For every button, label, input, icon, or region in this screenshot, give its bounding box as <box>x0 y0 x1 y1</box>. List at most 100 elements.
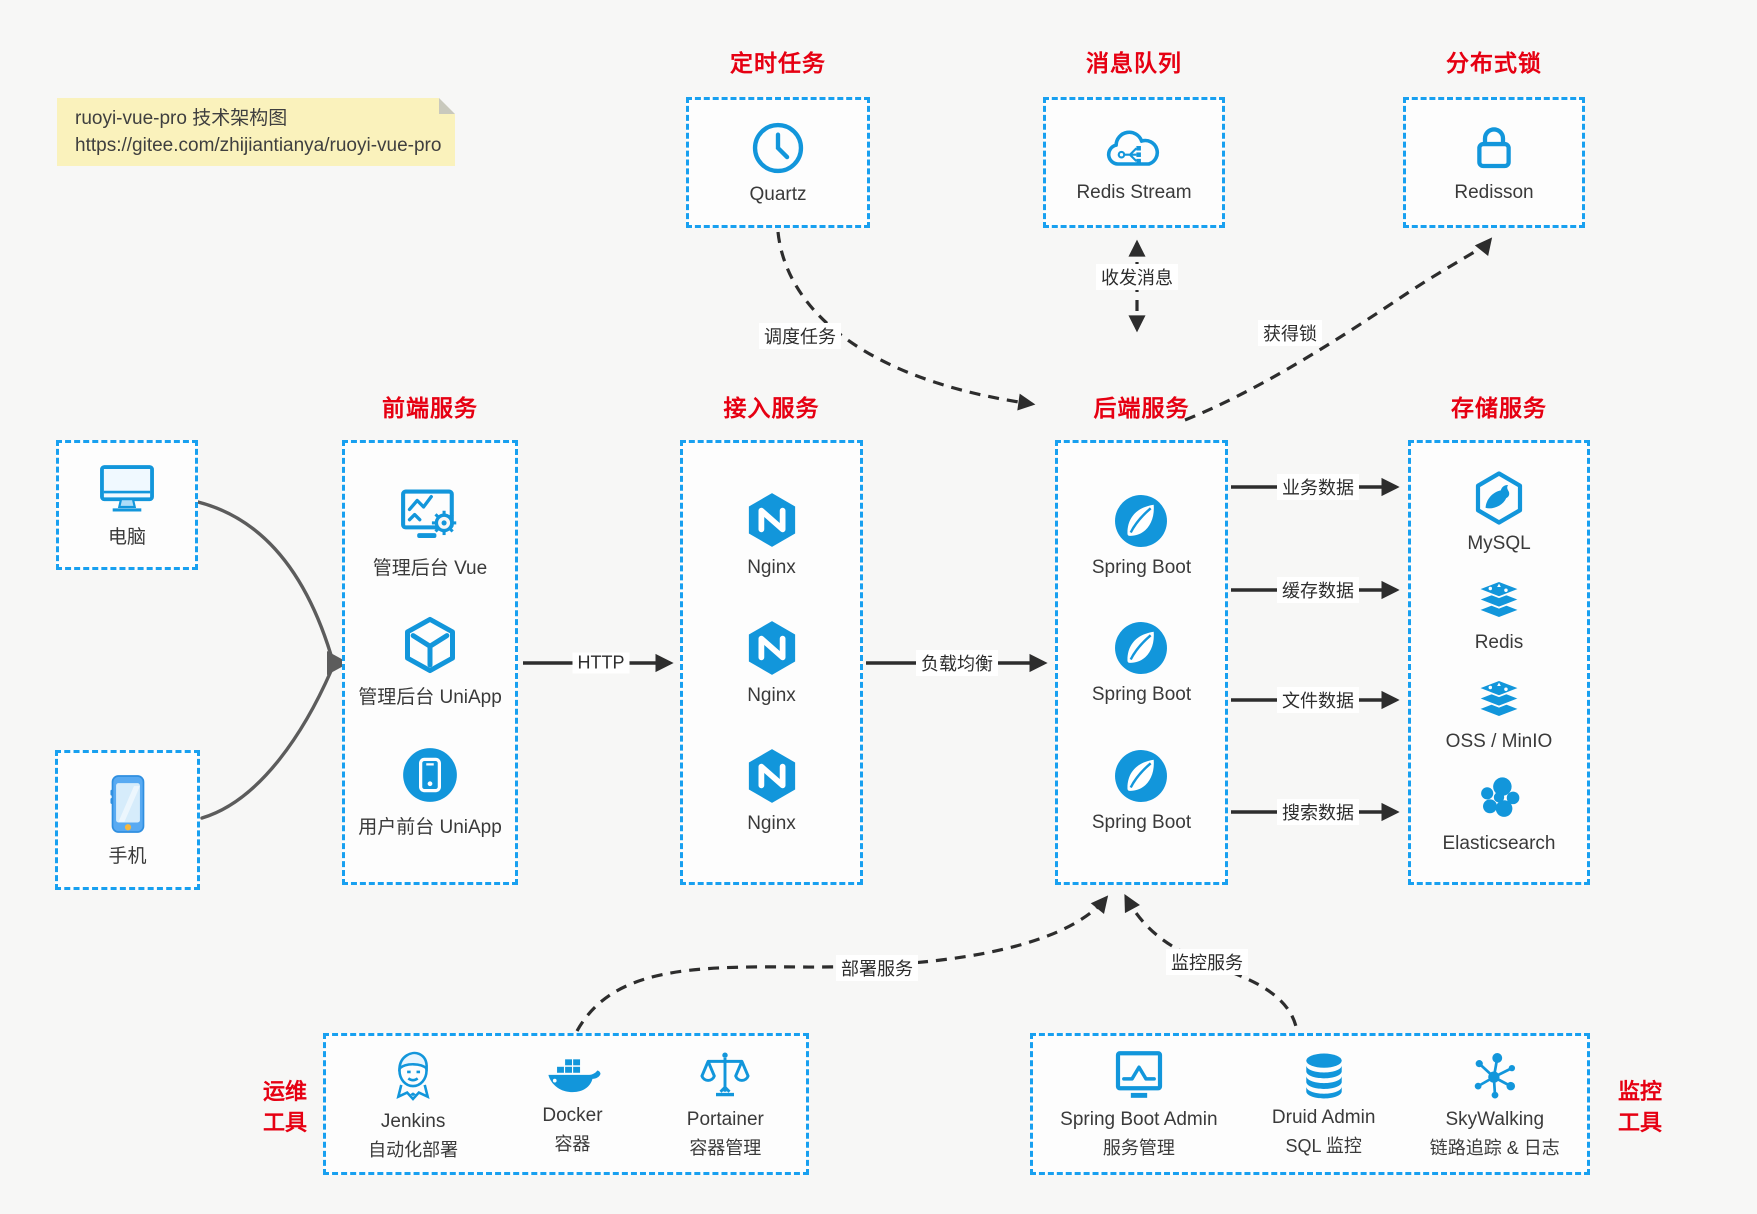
monitor-tools-box: Spring Boot Admin 服务管理 Druid Admin SQL 监… <box>1030 1033 1590 1175</box>
elasticsearch-label: Elasticsearch <box>1442 833 1556 854</box>
admin-vue-label: 管理后台 Vue <box>372 557 488 579</box>
elasticsearch-icon <box>1481 777 1520 817</box>
message-edge-label: 收发消息 <box>1096 264 1178 290</box>
frontend-title: 前端服务 <box>382 395 478 421</box>
schedule-task-edge-label: 调度任务 <box>759 323 841 349</box>
spring-boot-label: Spring Boot <box>1091 811 1192 833</box>
docker-icon <box>548 1058 601 1092</box>
message-queue-group: 消息队列 Redis Stream <box>1043 48 1225 228</box>
backend-column: 后端服务 Spring Boot Spring Boot <box>1055 393 1228 885</box>
clients-arrowhead <box>327 651 349 675</box>
mysql-item: MySQL <box>1467 470 1531 555</box>
note-title: ruoyi-vue-pro 技术架构图 <box>75 108 288 129</box>
mysql-icon <box>1475 471 1523 525</box>
uniapp-cube-icon <box>404 616 455 674</box>
druid-admin-item: Druid Admin SQL 监控 <box>1271 1051 1376 1158</box>
quartz-box: Quartz <box>686 97 870 228</box>
nginx-item: Nginx <box>742 618 802 707</box>
admin-uniapp-label: 管理后台 UniApp <box>358 687 502 708</box>
clock-icon <box>752 122 804 174</box>
phone-client-box: 手机 <box>55 750 200 890</box>
storage-box: MySQL Redis <box>1408 440 1590 885</box>
jenkins-desc: 自动化部署 <box>368 1140 459 1160</box>
portainer-icon <box>700 1051 750 1096</box>
frontend-column: 前端服务 管理后台 Vue <box>342 393 518 885</box>
gateway-column: 接入服务 Nginx Nginx <box>680 393 863 885</box>
oss-minio-label: OSS / MinIO <box>1445 731 1553 752</box>
mysql-label: MySQL <box>1467 533 1531 554</box>
redis-stream-box: Redis Stream <box>1043 97 1225 228</box>
spring-icon <box>1115 749 1168 802</box>
pc-client-box: 电脑 <box>56 440 198 570</box>
user-uniapp-item: 用户前台 UniApp <box>358 745 502 839</box>
frontend-box: 管理后台 Vue 管理后台 UniApp 用户前台 UniApp <box>342 440 518 885</box>
schedule-task-curve <box>776 231 1036 411</box>
druid-icon <box>1305 1053 1342 1098</box>
backend-box: Spring Boot Spring Boot Spring Boot <box>1055 440 1228 885</box>
monitor-label-line1: 监控 <box>1617 1079 1662 1104</box>
jenkins-name: Jenkins <box>380 1111 446 1132</box>
acquire-lock-curve <box>1184 237 1493 422</box>
druid-admin-desc: SQL 监控 <box>1285 1135 1362 1156</box>
spring-icon <box>1115 494 1168 547</box>
nginx-icon <box>748 493 795 547</box>
redis-label: Redis <box>1474 632 1524 653</box>
skywalking-item: SkyWalking 链路追踪 & 日志 <box>1430 1049 1560 1160</box>
lock-icon <box>1477 127 1511 169</box>
pc-to-frontend-curve <box>196 500 333 657</box>
load-balance-edge-label: 负载均衡 <box>916 650 998 676</box>
monitor-tools-side-label: 监控 工具 <box>1602 1076 1678 1138</box>
note-fold-corner <box>439 98 455 114</box>
spring-boot-admin-item: Spring Boot Admin 服务管理 <box>1060 1049 1218 1160</box>
nginx-icon <box>748 621 795 675</box>
phone-label: 手机 <box>108 845 147 867</box>
monitor-label-line2: 工具 <box>1617 1110 1662 1135</box>
http-edge-label: HTTP <box>572 652 630 674</box>
scheduled-task-group: 定时任务 Quartz <box>686 48 870 228</box>
desktop-icon <box>100 465 154 512</box>
sba-icon <box>1115 1050 1162 1098</box>
portainer-name: Portainer <box>686 1108 764 1130</box>
spring-boot-item: Spring Boot <box>1092 619 1191 706</box>
storage-stack-icon <box>1475 678 1523 719</box>
jenkins-item: Jenkins 自动化部署 <box>368 1046 458 1162</box>
backend-title: 后端服务 <box>1093 395 1190 421</box>
spring-boot-label: Spring Boot <box>1091 684 1192 705</box>
elasticsearch-item: Elasticsearch <box>1443 772 1556 855</box>
phone-to-frontend-curve <box>200 669 333 820</box>
message-queue-title: 消息队列 <box>1086 50 1182 76</box>
spring-icon <box>1115 622 1168 674</box>
redis-stream-label: Redis Stream <box>1076 181 1192 203</box>
spring-boot-item: Spring Boot <box>1092 747 1191 834</box>
nginx-item: Nginx <box>742 490 802 579</box>
docker-name: Docker <box>542 1104 603 1126</box>
user-app-icon <box>403 747 457 802</box>
file-data-edge-label: 文件数据 <box>1277 687 1359 713</box>
ops-tools-side-label: 运维 工具 <box>247 1076 323 1138</box>
portainer-item: Portainer 容器管理 <box>687 1049 764 1160</box>
docker-desc: 容器 <box>554 1133 591 1154</box>
spring-boot-admin-name: Spring Boot Admin <box>1060 1108 1218 1130</box>
nginx-label: Nginx <box>747 685 796 706</box>
spring-boot-admin-desc: 服务管理 <box>1102 1137 1175 1158</box>
spring-boot-label: Spring Boot <box>1091 556 1192 578</box>
ops-label-line2: 工具 <box>262 1110 307 1135</box>
storage-title: 存储服务 <box>1451 395 1547 421</box>
note-url: https://gitee.com/zhijiantianya/ruoyi-vu… <box>75 135 442 156</box>
search-data-edge-label: 搜索数据 <box>1277 799 1359 825</box>
nginx-label: Nginx <box>747 813 796 834</box>
docker-item: Docker 容器 <box>542 1053 603 1156</box>
user-uniapp-label: 用户前台 UniApp <box>358 816 502 838</box>
portainer-desc: 容器管理 <box>689 1137 762 1158</box>
deploy-service-edge-label: 部署服务 <box>836 955 918 981</box>
skywalking-icon <box>1474 1052 1515 1098</box>
scheduled-task-title: 定时任务 <box>730 50 826 76</box>
jenkins-icon <box>396 1051 430 1101</box>
druid-admin-name: Druid Admin <box>1271 1106 1376 1128</box>
ops-label-line1: 运维 <box>262 1079 307 1104</box>
monitor-service-edge-label: 监控服务 <box>1166 949 1248 975</box>
admin-vue-icon <box>401 488 457 538</box>
cache-data-edge-label: 缓存数据 <box>1277 577 1359 603</box>
deploy-service-curve <box>575 895 1109 1032</box>
redis-stack-icon <box>1475 579 1523 620</box>
